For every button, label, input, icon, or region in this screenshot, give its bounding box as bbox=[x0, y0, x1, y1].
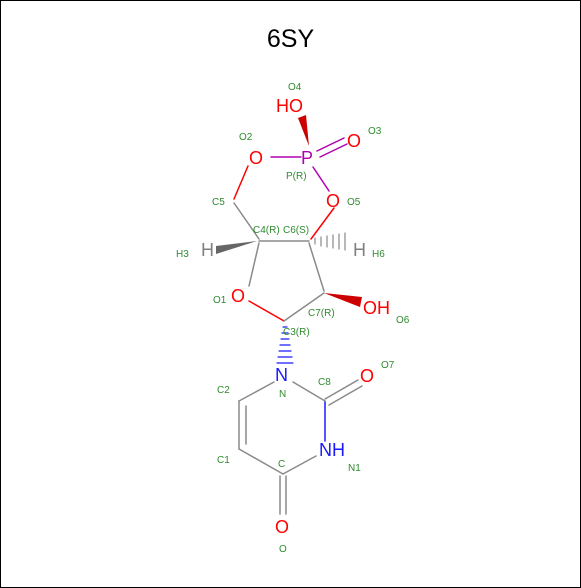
annot-o1: O1 bbox=[213, 295, 227, 306]
bond-c7-c3 bbox=[283, 292, 325, 322]
bond-c4-o1 bbox=[248, 242, 260, 287]
annot-c: C bbox=[278, 459, 285, 470]
bond-p-o5 bbox=[312, 166, 330, 192]
bond-c-nh bbox=[282, 455, 317, 475]
atom-o-carbonyl-bottom: O bbox=[275, 517, 289, 537]
atom-h3: H bbox=[201, 240, 214, 260]
bond-o1-c3 bbox=[248, 300, 285, 322]
bond-c6-h6-hash bbox=[314, 232, 346, 251]
atom-o4-hydroxyl: HO bbox=[276, 96, 303, 116]
annot-o6: O6 bbox=[396, 315, 410, 326]
bond-c5-c4 bbox=[233, 202, 260, 240]
bond-p-o4-wedge bbox=[298, 115, 309, 146]
atom-o1-sugar: O bbox=[231, 286, 245, 306]
atom-phosphorus: P bbox=[301, 148, 313, 168]
annot-o5: O5 bbox=[347, 197, 361, 208]
annot-c3: C3(R) bbox=[283, 327, 310, 338]
bond-c8-n bbox=[292, 381, 326, 402]
annot-n1: N1 bbox=[348, 463, 361, 474]
atom-o5-ring: O bbox=[326, 191, 340, 211]
annot-c5: C5 bbox=[212, 197, 225, 208]
bond-o2-c5 bbox=[233, 165, 249, 200]
annot-c4: C4(R) bbox=[253, 225, 280, 236]
molecule-title: 6SY bbox=[266, 25, 315, 53]
annot-o7: O7 bbox=[381, 360, 395, 371]
bond-c8-o7-b bbox=[328, 385, 363, 406]
bond-n-c2 bbox=[238, 381, 275, 402]
annot-p-stereo: P(R) bbox=[286, 171, 307, 182]
annot-c6: C6(S) bbox=[283, 225, 309, 236]
atom-annotations: O4 O2 O3 P(R) C5 O5 C4(R) C6(S) H3 H6 O1… bbox=[176, 82, 410, 555]
bond-c4-h3-wedge bbox=[216, 241, 257, 254]
atom-o6-hydroxyl: OH bbox=[363, 298, 390, 318]
annot-o3: O3 bbox=[368, 126, 382, 137]
annot-o4: O4 bbox=[288, 82, 302, 93]
bond-o5-c6 bbox=[310, 207, 335, 240]
bonds bbox=[216, 115, 363, 515]
bond-c3-n-hash bbox=[276, 326, 294, 364]
bond-p-o3-a bbox=[316, 137, 345, 152]
atom-o2-ring: O bbox=[249, 148, 263, 168]
annot-n: N bbox=[279, 389, 286, 400]
bond-c8-o7-a bbox=[324, 379, 359, 400]
bond-p-o3-b bbox=[319, 143, 348, 158]
annot-c8: C8 bbox=[318, 377, 331, 388]
annot-c1: C1 bbox=[217, 455, 230, 466]
annot-o: O bbox=[279, 544, 287, 555]
annot-h6: H6 bbox=[372, 249, 385, 260]
atom-nh: NH bbox=[319, 440, 345, 460]
annot-o2: O2 bbox=[239, 132, 253, 143]
bond-c1-c bbox=[238, 448, 284, 475]
atom-o3-double: O bbox=[347, 131, 361, 151]
atom-o7-carbonyl: O bbox=[360, 366, 374, 386]
bond-c7-o6-wedge bbox=[324, 293, 362, 307]
annot-c7: C7(R) bbox=[308, 308, 335, 319]
bond-c6-c7 bbox=[308, 242, 325, 292]
atom-labels: HO P O O O O H H OH N O NH O bbox=[201, 96, 390, 537]
atom-n-ring: N bbox=[275, 365, 288, 385]
annot-h3: H3 bbox=[176, 249, 189, 260]
atom-h6: H bbox=[353, 240, 366, 260]
annot-c2: C2 bbox=[217, 385, 230, 396]
